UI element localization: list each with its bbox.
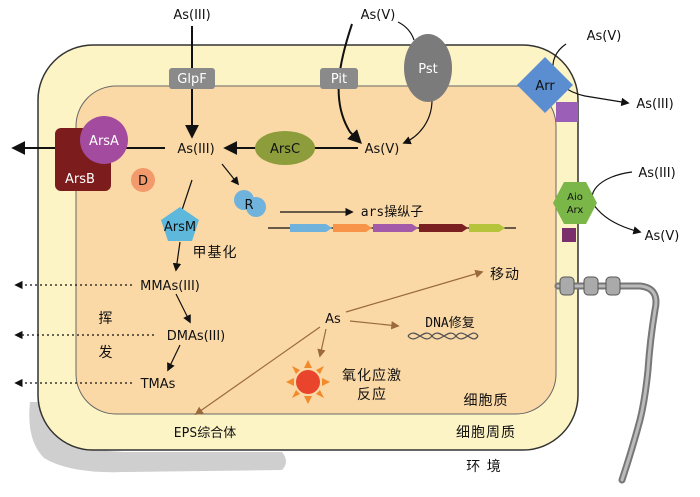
arr-reductase [517, 57, 573, 113]
dmas-label: DMAs(III) [167, 329, 226, 344]
arrow-as-stress [317, 328, 327, 358]
volatilization-label-1: 挥 [99, 311, 114, 327]
aio-label-1: Aio [567, 192, 583, 203]
oxidative-stress-label-2: 反应 [357, 386, 387, 403]
arr-label: Arr [535, 79, 555, 94]
arrow-dmas-tmas [167, 344, 181, 372]
environment-label: 环 境 [466, 459, 501, 475]
as3-right-top-label: As(III) [636, 97, 673, 112]
as5-cytoplasm-label: As(V) [365, 142, 400, 157]
arsd-label: D [138, 174, 148, 189]
aio-oxidase [553, 182, 597, 224]
operon-gene-4 [419, 224, 468, 232]
pit-label: Pit [331, 72, 347, 87]
as3-top-label: As(III) [173, 8, 210, 23]
arsr-regulator-b [246, 197, 266, 217]
tmas-label: TMAs [140, 377, 176, 392]
dna-helix-icon [407, 332, 479, 340]
as3-cytoplasm-label: As(III) [177, 142, 214, 157]
arsd-chaperone [131, 168, 155, 192]
arsa-atpase [80, 116, 128, 164]
cytoplasm [75, 85, 557, 415]
arsm-methyltransferase [161, 207, 199, 241]
dna-repair-label: DNA修复 [425, 316, 474, 331]
line-as5-pst [397, 21, 415, 41]
ars-operon [268, 224, 516, 232]
arsb-label: ArsB [65, 172, 95, 187]
glpf-channel [169, 68, 215, 89]
glpf-label: GlpF [177, 72, 206, 87]
volatilization-label-2: 发 [99, 345, 114, 361]
as-label: As [325, 312, 341, 327]
arrow-mmas-dmas [175, 293, 191, 324]
arrow-as-eps [194, 326, 321, 415]
methylation-label: 甲基化 [193, 244, 238, 261]
arrow-arsm-mmas [172, 241, 182, 272]
pst-label: Pst [418, 62, 437, 77]
cytoplasm-region-label: 细胞质 [464, 393, 509, 409]
aio-label-2: Arx [567, 205, 584, 216]
aio-subunit [562, 228, 576, 242]
eps-label: EPS综合体 [174, 426, 236, 441]
arsm-label: ArsM [164, 220, 196, 235]
as5-top-label: As(V) [361, 8, 396, 23]
as5-right-mid-label: As(V) [645, 229, 680, 244]
arrow-as3-r [221, 163, 240, 186]
arrow-as-dna [349, 320, 400, 330]
pit-transporter [320, 68, 358, 89]
arsc-label: ArsC [270, 142, 300, 157]
arsa-label: ArsA [89, 134, 119, 149]
pst-transporter [404, 34, 452, 102]
as3-right-mid-label: As(III) [638, 166, 675, 181]
flagellum [554, 276, 660, 484]
operon-label: ars操纵子 [361, 204, 423, 220]
mobility-label: 移动 [490, 267, 520, 283]
eps-complex [29, 402, 286, 473]
arsr-label: R [244, 198, 253, 213]
arrow-as-mobility [345, 269, 484, 313]
mmas-label: MMAs(III) [140, 279, 200, 294]
arr-subunit [556, 102, 578, 122]
arrow-aio-oxidation [591, 171, 642, 235]
oxidative-stress-label-1: 氧化应激 [342, 367, 402, 384]
oxidative-stress-icon [286, 360, 330, 404]
operon-gene-2 [333, 224, 372, 232]
as5-right-top-label: As(V) [587, 29, 622, 44]
line-as3-arsm [181, 179, 193, 211]
operon-gene-3 [373, 224, 418, 232]
periplasm-label: 细胞周质 [456, 425, 516, 441]
arrow-pst-as5 [402, 99, 433, 145]
operon-gene-5 [469, 224, 505, 232]
arsc-reductase [255, 131, 315, 165]
operon-gene-1 [290, 224, 332, 232]
